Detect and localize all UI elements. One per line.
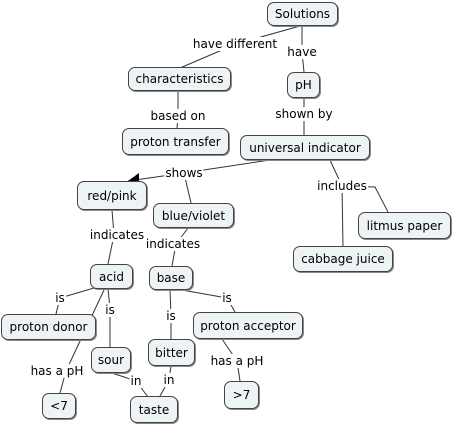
concept-acid[interactable]: acid	[90, 264, 133, 289]
link-indicates-red-pink: indicates	[88, 228, 146, 242]
link-is-base-bitter: is	[165, 309, 177, 323]
concept-sour-label: sour	[97, 353, 125, 367]
concept-proton-donor-label: proton donor	[9, 320, 88, 334]
concept-proton-transfer[interactable]: proton transfer	[122, 128, 229, 155]
link-shows: shows	[164, 166, 204, 180]
concept-bitter-label: bitter	[155, 345, 188, 360]
concept-red-pink[interactable]: red/pink	[77, 181, 147, 210]
concept-sour[interactable]: sour	[91, 347, 131, 373]
link-in-sour: in	[129, 374, 143, 388]
link-have: have	[286, 45, 318, 59]
line-includes-cabbage-juice	[341, 185, 344, 247]
link-has-a-ph-base: has a pH	[209, 354, 265, 368]
link-shown-by: shown by	[274, 107, 334, 121]
concept-base-label: base	[156, 271, 186, 285]
concept-taste[interactable]: taste	[130, 396, 178, 423]
concept-acid-label: acid	[99, 269, 124, 284]
concept-lt7-label: <7	[50, 399, 68, 413]
concept-gt7[interactable]: >7	[224, 381, 259, 409]
concept-ph-label: pH	[295, 78, 312, 92]
line-base-is-acceptor	[181, 289, 228, 299]
concept-proton-acceptor[interactable]: proton acceptor	[193, 312, 303, 339]
link-is-acid-sour: is	[104, 303, 116, 317]
concept-solutions-label: Solutions	[274, 7, 331, 21]
concept-characteristics-label: characteristics	[135, 72, 224, 86]
concept-universal-indicator[interactable]: universal indicator	[240, 135, 370, 160]
concept-gt7-label: >7	[232, 388, 251, 402]
concept-proton-transfer-label: proton transfer	[130, 134, 221, 149]
concept-proton-acceptor-label: proton acceptor	[200, 318, 296, 333]
link-is-acid-donor: is	[54, 291, 66, 305]
concept-blue-violet-label: blue/violet	[161, 208, 226, 223]
concept-taste-label: taste	[138, 402, 170, 417]
concept-characteristics[interactable]: characteristics	[128, 67, 231, 91]
concept-bitter[interactable]: bitter	[148, 339, 195, 366]
concept-blue-violet[interactable]: blue/violet	[153, 203, 234, 228]
concept-cabbage-juice-label: cabbage juice	[301, 252, 385, 266]
link-is-base-acceptor: is	[221, 291, 233, 305]
concept-litmus-paper[interactable]: litmus paper	[358, 212, 451, 239]
concept-red-pink-label: red/pink	[87, 188, 137, 203]
concept-proton-donor[interactable]: proton donor	[1, 314, 96, 340]
concept-solutions[interactable]: Solutions	[267, 2, 338, 26]
link-includes: includes	[316, 179, 368, 193]
concept-universal-indicator-label: universal indicator	[249, 140, 361, 155]
link-based-on: based on	[149, 109, 207, 123]
concept-cabbage-juice[interactable]: cabbage juice	[293, 246, 393, 272]
concept-litmus-paper-label: litmus paper	[366, 218, 443, 233]
concept-base[interactable]: base	[149, 266, 193, 290]
link-indicates-blue-violet: indicates	[144, 237, 202, 251]
link-has-a-ph-acid: has a pH	[29, 364, 85, 378]
concept-ph[interactable]: pH	[287, 72, 320, 98]
link-in-bitter: in	[162, 373, 176, 387]
concept-lt7[interactable]: <7	[42, 393, 76, 419]
link-have-different: have different	[191, 37, 279, 51]
